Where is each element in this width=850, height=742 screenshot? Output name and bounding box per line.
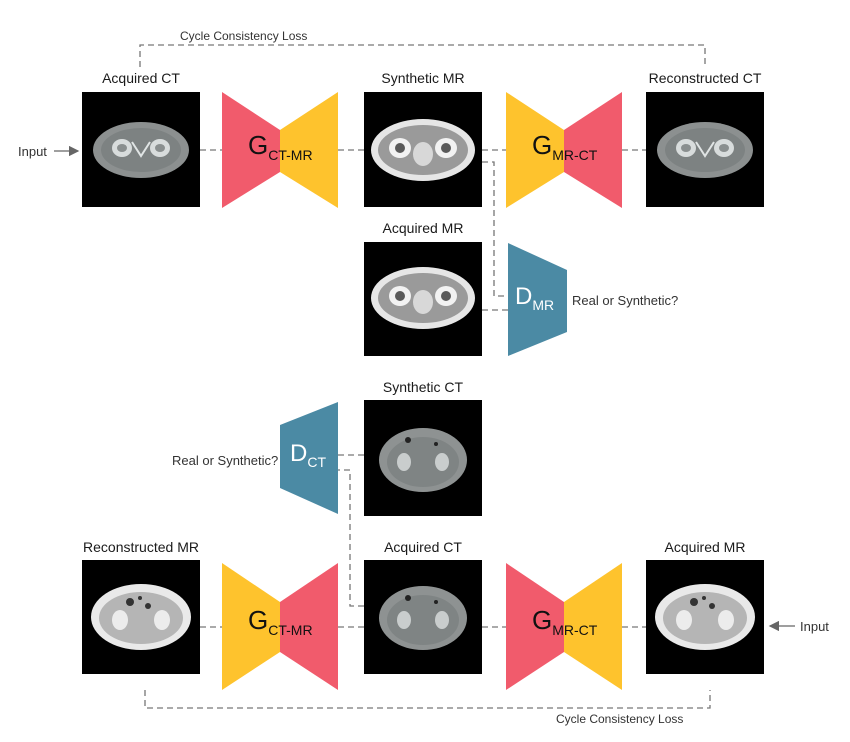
bottom-disc-ct-shape: [280, 402, 338, 514]
bottom-acquired-ct-image: [364, 560, 482, 674]
bottom-connector-act-to-dct: [338, 469, 364, 607]
bottom-disc-question: Real or Synthetic?: [172, 453, 279, 468]
top-gen-ct-mr-right-half: [280, 92, 338, 208]
top-reconstructed-ct-label: Reconstructed CT: [648, 70, 762, 86]
top-acquired-mr-image: [364, 242, 482, 356]
top-gen-mr-ct-left-half: [506, 92, 564, 208]
top-gen-ct-mr-left-half: [222, 92, 280, 208]
top-input-label: Input: [18, 144, 47, 159]
bottom-input-label: Input: [800, 619, 829, 634]
bottom-reconstructed-mr-label: Reconstructed MR: [83, 539, 199, 555]
top-reconstructed-ct-image: [646, 92, 764, 207]
bottom-synthetic-ct-label: Synthetic CT: [382, 379, 464, 395]
bottom-synthetic-ct-image: [364, 400, 482, 516]
bottom-gen-ct-mr-left-half: [222, 563, 280, 690]
top-acquired-mr-label: Acquired MR: [382, 220, 464, 236]
top-disc-mr-shape: [508, 243, 567, 356]
top-acquired-ct-label: Acquired CT: [102, 70, 180, 86]
bottom-disc-ct-label: DCT: [290, 440, 327, 470]
top-synthetic-mr-label: Synthetic MR: [381, 70, 465, 86]
top-gen-ct-mr-label: GCT-MR: [248, 130, 313, 163]
top-disc-mr-label: DMR: [515, 283, 555, 313]
bottom-reconstructed-mr-image: [82, 560, 200, 674]
bottom-gen-mr-ct-right-half: [564, 563, 622, 690]
bottom-cycle-loss-label: Cycle Consistency Loss: [556, 712, 684, 726]
top-acquired-ct-image: [82, 92, 200, 207]
bottom-acquired-mr-image: [646, 560, 764, 674]
top-cycle-loss-label: Cycle Consistency Loss: [180, 29, 308, 43]
bottom-acquired-mr-label: Acquired MR: [664, 539, 746, 555]
top-disc-question: Real or Synthetic?: [572, 293, 679, 308]
bottom-gen-mr-ct-left-half: [506, 563, 564, 690]
top-synthetic-mr-image: [364, 92, 482, 207]
bottom-gen-ct-mr-label: GCT-MR: [248, 605, 313, 638]
top-gen-mr-ct-right-half: [564, 92, 622, 208]
bottom-gen-ct-mr-right-half: [280, 563, 338, 690]
bottom-cycle-loss-bracket: [144, 690, 711, 709]
bottom-acquired-ct-label: Acquired CT: [384, 539, 462, 555]
bottom-gen-mr-ct-label: GMR-CT: [532, 605, 598, 638]
top-gen-mr-ct-label: GMR-CT: [532, 130, 598, 163]
top-cycle-loss-bracket: [139, 44, 706, 67]
top-connector-smr-to-dmr: [482, 161, 508, 297]
